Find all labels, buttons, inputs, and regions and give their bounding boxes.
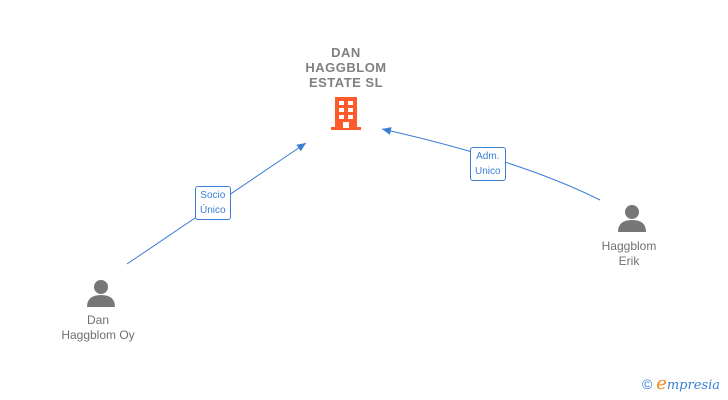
person-icon[interactable]	[617, 204, 647, 234]
person-icon[interactable]	[86, 279, 116, 309]
person-name-dan-haggblom-oy[interactable]: Dan Haggblom Oy	[38, 313, 158, 343]
empresia-watermark: © empresia	[642, 373, 720, 394]
copyright-icon: ©	[641, 376, 653, 392]
company-name-line: ESTATE SL	[308, 75, 384, 90]
brand-initial: e	[656, 373, 667, 394]
edge-label-line: Único	[200, 205, 226, 216]
person-name-haggblom-erik[interactable]: Haggblom Erik	[569, 239, 689, 269]
brand-rest: mpresia	[666, 378, 720, 393]
edge-label-line: Socio	[200, 190, 226, 201]
person-name-line: Haggblom	[601, 239, 657, 253]
edge-label-socio-unico: Socio Único	[195, 186, 231, 220]
person-name-line: Erik	[618, 254, 640, 268]
company-name-line: DAN	[331, 45, 361, 60]
edge-label-line: Adm.	[476, 151, 500, 162]
company-name[interactable]: DAN HAGGBLOM ESTATE SL	[290, 45, 402, 90]
person-name-line: Haggblom Oy	[61, 328, 135, 342]
building-icon[interactable]	[330, 97, 362, 131]
edge-label-line: Unico	[475, 166, 501, 177]
person-name-line: Dan	[86, 313, 109, 327]
company-name-line: HAGGBLOM	[305, 60, 387, 75]
edge-label-adm-unico: Adm. Unico	[470, 147, 506, 181]
